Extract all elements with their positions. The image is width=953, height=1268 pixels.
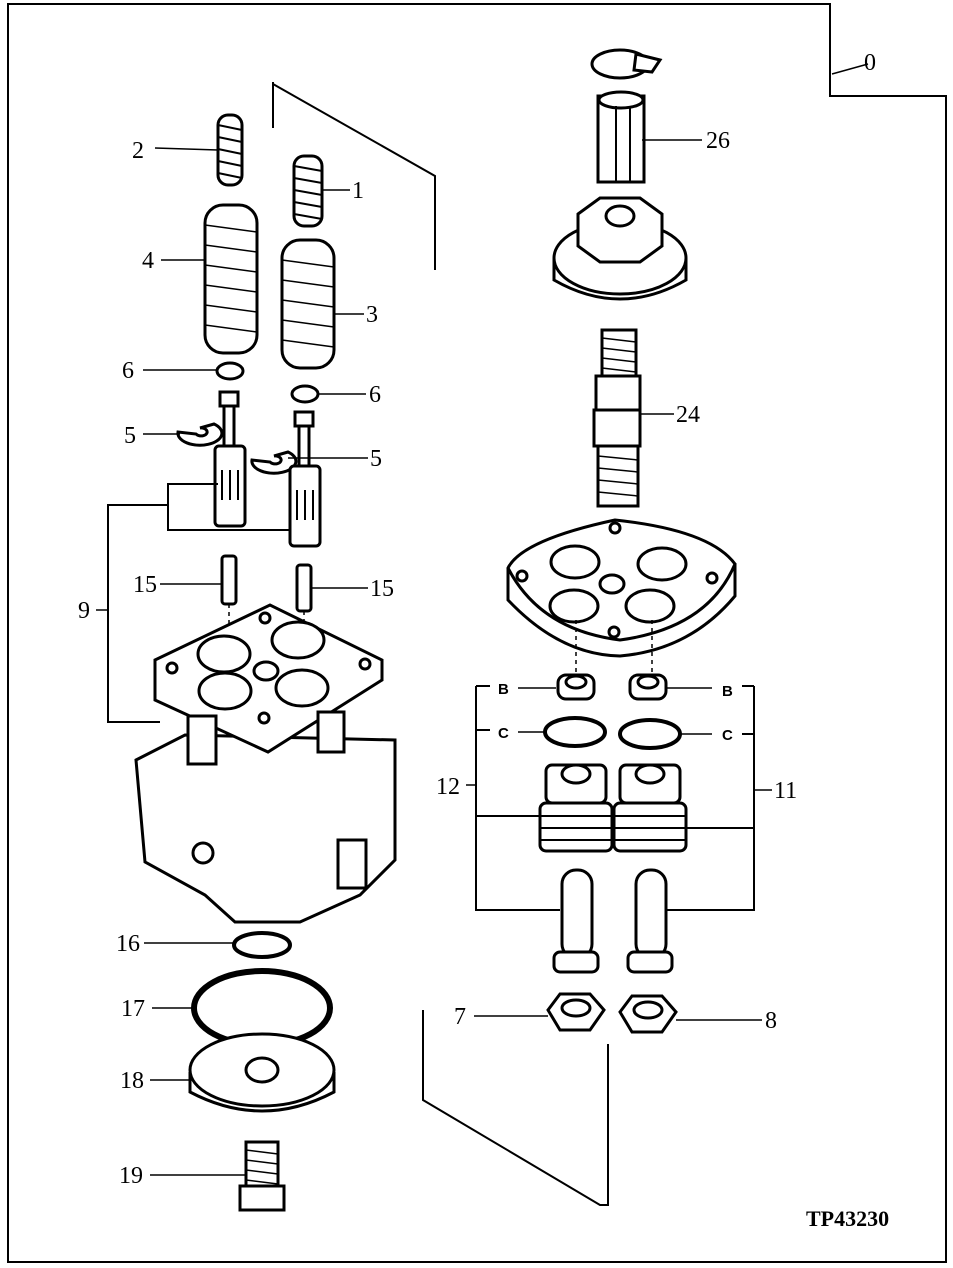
callout-5-right: 5: [370, 446, 382, 472]
callout-16: 16: [116, 931, 140, 957]
callout-7: 7: [454, 1004, 466, 1030]
return-spring-4: [203, 203, 259, 355]
pin-15-left: [220, 554, 238, 606]
washer-6-right: [290, 384, 320, 404]
callout-3: 3: [366, 302, 378, 328]
bracket-9: [107, 483, 290, 723]
flange-plate: [506, 518, 737, 658]
seat-b-right: [628, 673, 668, 701]
universal-joint-24: [592, 328, 642, 508]
spool-right: [288, 410, 322, 548]
clip-5-left: [176, 422, 224, 447]
callout-6-right: 6: [369, 382, 381, 408]
callout-15-left: 15: [133, 572, 157, 598]
callout-15-right: 15: [370, 576, 394, 602]
callout-4: 4: [142, 248, 154, 274]
callout-6-left: 6: [122, 358, 134, 384]
o-ring-c-left: [543, 716, 607, 748]
leader-lines: [96, 63, 869, 1176]
callout-19: 19: [119, 1163, 143, 1189]
valve-assembly-12: [538, 763, 614, 974]
callout-c-left: C: [498, 725, 509, 742]
valve-assembly-11: [612, 763, 688, 974]
hose-clamp: [590, 48, 663, 80]
o-ring-c-right: [618, 718, 682, 750]
figure-code: TP43230: [806, 1206, 889, 1231]
callout-24: 24: [676, 402, 700, 428]
nut-7: [546, 992, 606, 1032]
diagram-frame: [7, 3, 947, 1263]
nut-8: [618, 994, 678, 1034]
callout-8: 8: [765, 1008, 777, 1034]
pilot-spring-small-1: [292, 154, 324, 228]
callout-b-left: B: [498, 681, 509, 698]
callout-2: 2: [132, 138, 144, 164]
valve-body: [134, 603, 397, 924]
mounting-nut-plate: [552, 196, 688, 301]
return-spring-3: [280, 238, 336, 370]
group-bracket-upper: [272, 82, 436, 270]
callout-c-right: C: [722, 727, 733, 744]
callout-5-left: 5: [124, 423, 136, 449]
spool-left: [213, 390, 247, 528]
washer-6-left: [215, 361, 245, 381]
callout-9: 9: [78, 598, 90, 624]
seat-b-left: [556, 673, 596, 701]
callout-11: 11: [774, 778, 797, 804]
o-ring-16: [232, 931, 292, 959]
callout-17: 17: [121, 996, 145, 1022]
bolt-19: [238, 1140, 286, 1212]
bracket-12: [475, 685, 560, 911]
callout-18: 18: [120, 1068, 144, 1094]
callout-26: 26: [706, 128, 730, 154]
callout-0: 0: [864, 50, 876, 76]
pin-15-right: [295, 563, 313, 613]
callout-12: 12: [436, 774, 460, 800]
group-bracket-lower: [422, 1010, 609, 1206]
callout-1: 1: [352, 178, 364, 204]
bracket-11: [666, 685, 755, 911]
coupling-26: [596, 90, 646, 184]
callout-b-right: B: [722, 683, 733, 700]
plug-18: [188, 1032, 336, 1113]
pilot-spring-small-2: [216, 113, 244, 187]
